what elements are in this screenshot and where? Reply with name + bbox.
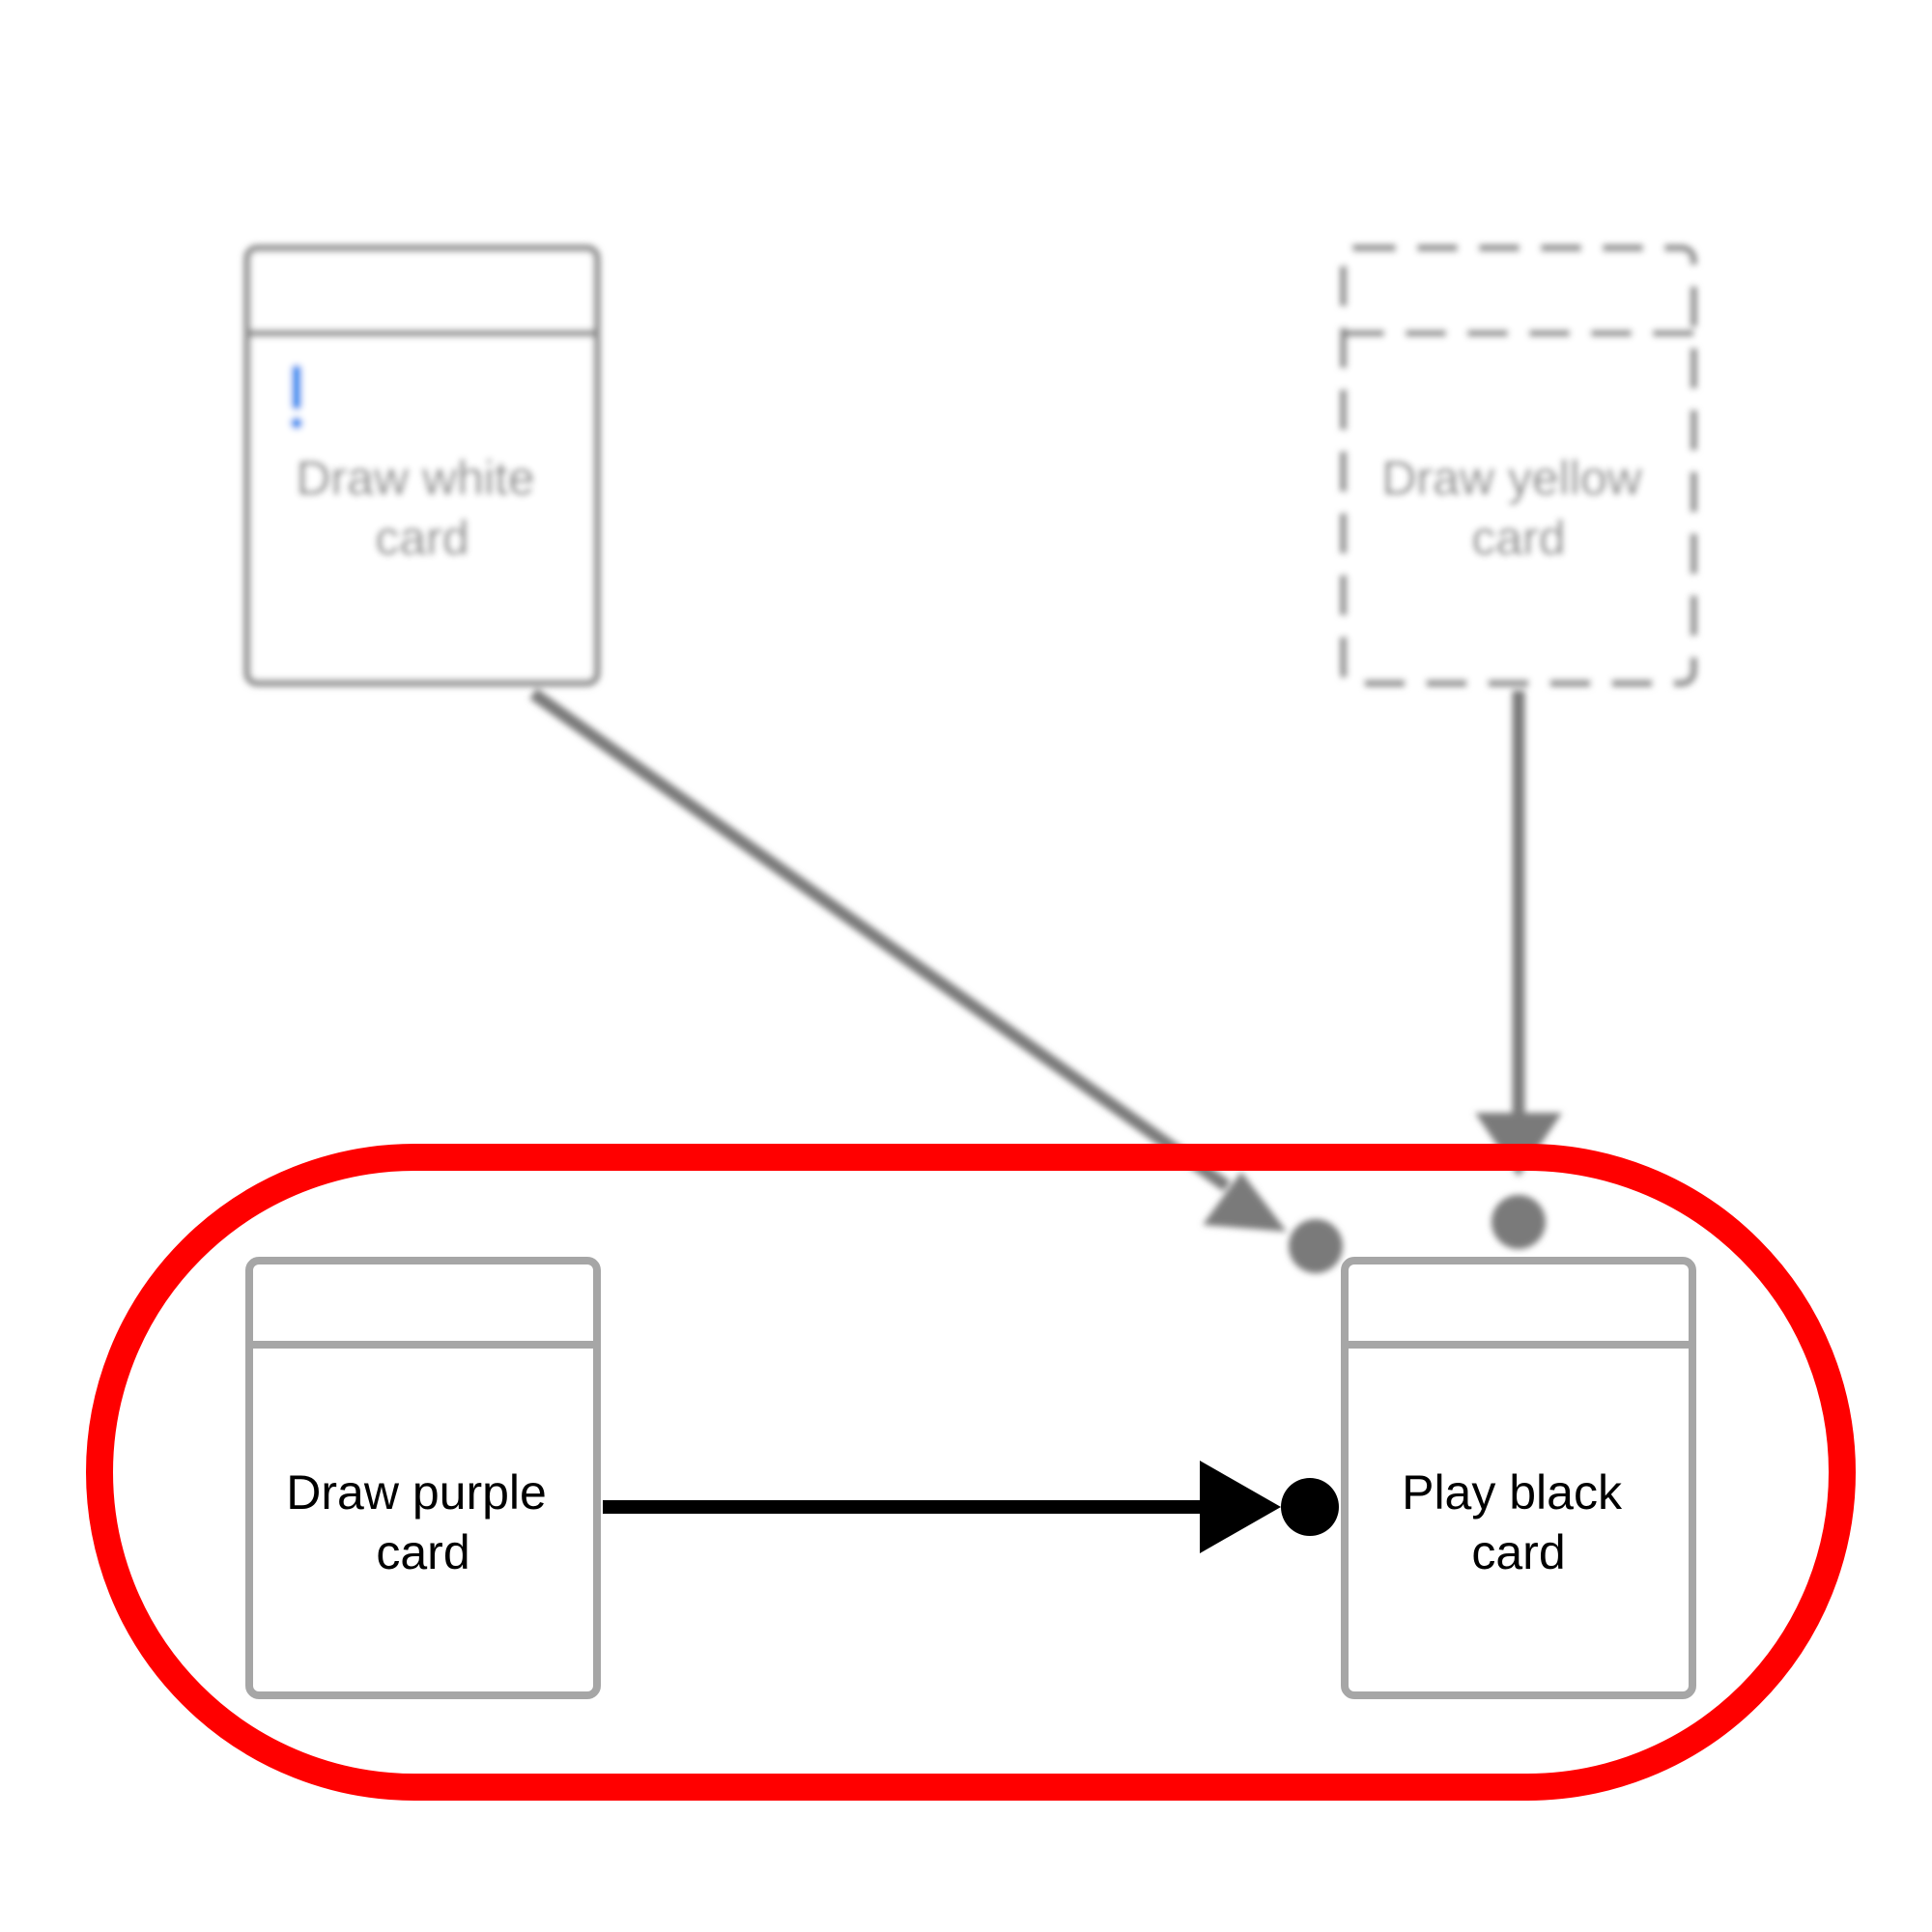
card-draw-white-label: Draw white card [296,451,548,565]
card-draw-yellow-label-line2: card [1471,511,1565,565]
card-draw-purple-label-line1: Draw purple [286,1465,547,1520]
card-draw-purple-frame [245,1257,601,1699]
card-draw-white-frame [243,244,601,687]
arrow-white-to-black-endpoint [1289,1219,1343,1273]
card-draw-yellow[interactable]: Draw yellow card [1340,244,1697,687]
arrow-yellow-to-black-endpoint [1492,1195,1546,1249]
arrow-purple-to-black-endpoint [1281,1478,1339,1536]
card-draw-white-label-line1: Draw white [296,451,534,505]
arrow-purple-to-black-head [1200,1461,1281,1553]
card-draw-purple-label-line2: card [376,1525,469,1579]
card-draw-white[interactable]: Draw white card [243,244,601,687]
card-draw-yellow-frame [1340,244,1697,687]
arrow-white-to-black-head [1203,1172,1287,1232]
alert-icon [291,365,302,429]
arrow-white-to-black [529,688,1343,1273]
card-draw-purple[interactable]: Draw purple card [245,1257,601,1699]
card-play-black-frame [1341,1257,1696,1699]
card-play-black[interactable]: Play black card [1341,1257,1696,1699]
highlight-ring [86,1144,1856,1801]
card-draw-purple-label: Draw purple card [286,1465,559,1579]
arrow-white-to-black-shaft [529,688,1231,1192]
arrow-purple-to-black [603,1461,1339,1553]
card-play-black-label-line2: card [1471,1525,1565,1579]
blurred-background-layer: Draw white card Draw yellow card [243,244,1697,1273]
card-draw-yellow-label-line1: Draw yellow [1381,451,1642,505]
card-play-black-label-line1: Play black [1402,1465,1623,1520]
card-play-black-label: Play black card [1402,1465,1635,1579]
card-draw-yellow-label: Draw yellow card [1381,451,1655,565]
card-draw-white-label-line2: card [375,511,469,565]
